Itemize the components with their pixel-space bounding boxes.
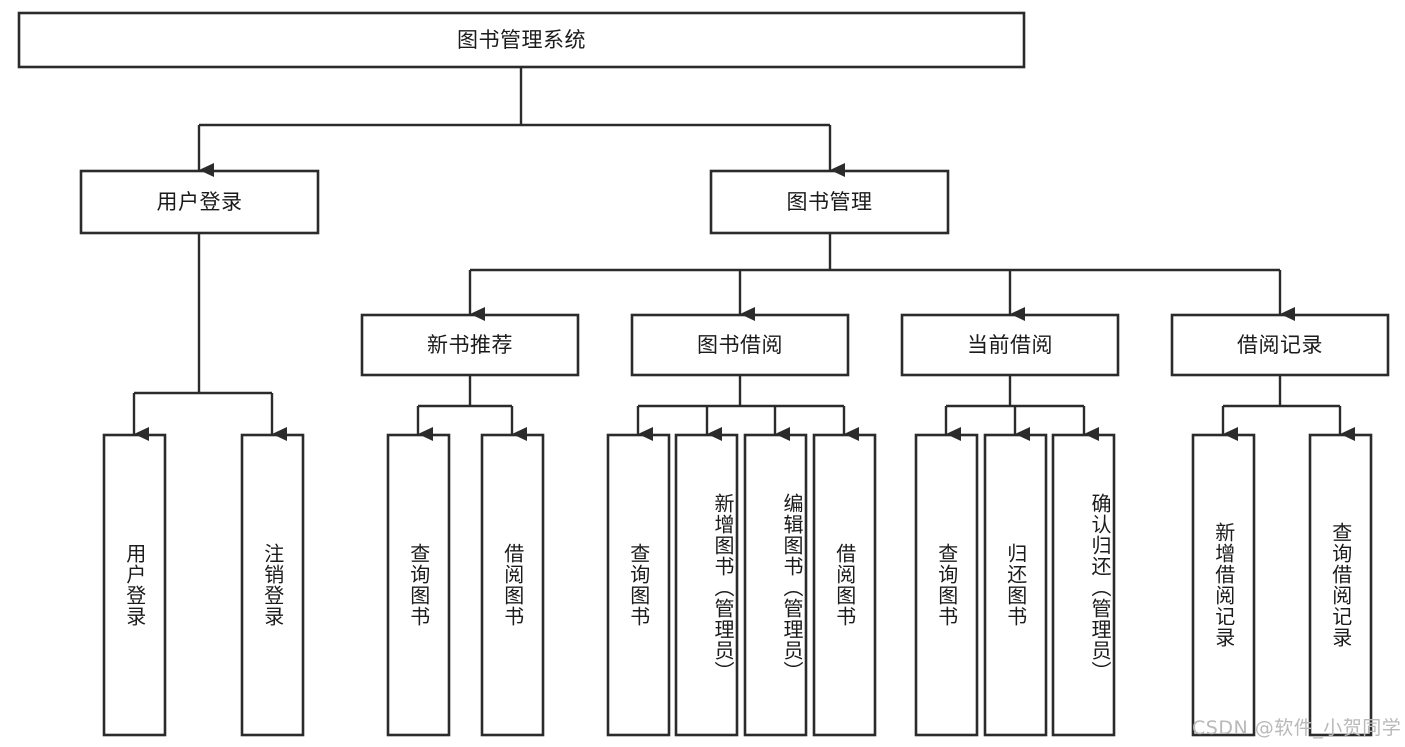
box-root[interactable]: [17, 11, 1026, 69]
box-current-borrow[interactable]: [900, 313, 1120, 377]
box-new-book-rec[interactable]: [360, 313, 580, 377]
connectors: [132, 67, 1355, 441]
leaf-box-6[interactable]: [743, 433, 808, 737]
leaf-box-12[interactable]: [1308, 433, 1373, 737]
box-borrow-record[interactable]: [1170, 313, 1390, 377]
leaf-box-1[interactable]: [240, 433, 305, 737]
leaf-box-7[interactable]: [812, 433, 877, 737]
leaf-box-10[interactable]: [1051, 433, 1116, 737]
box-book-manage[interactable]: [709, 169, 950, 235]
leaf-box-2[interactable]: [386, 433, 451, 737]
leaf-box-11[interactable]: [1191, 433, 1256, 737]
node-boxes: [17, 11, 1390, 737]
leaf-box-9[interactable]: [983, 433, 1048, 737]
leaf-box-8[interactable]: [914, 433, 979, 737]
box-book-borrow[interactable]: [630, 313, 850, 377]
leaf-box-5[interactable]: [674, 433, 739, 737]
leaf-box-3[interactable]: [480, 433, 545, 737]
leaf-box-0[interactable]: [102, 433, 167, 737]
leaf-box-4[interactable]: [606, 433, 671, 737]
box-user-login[interactable]: [79, 169, 320, 235]
